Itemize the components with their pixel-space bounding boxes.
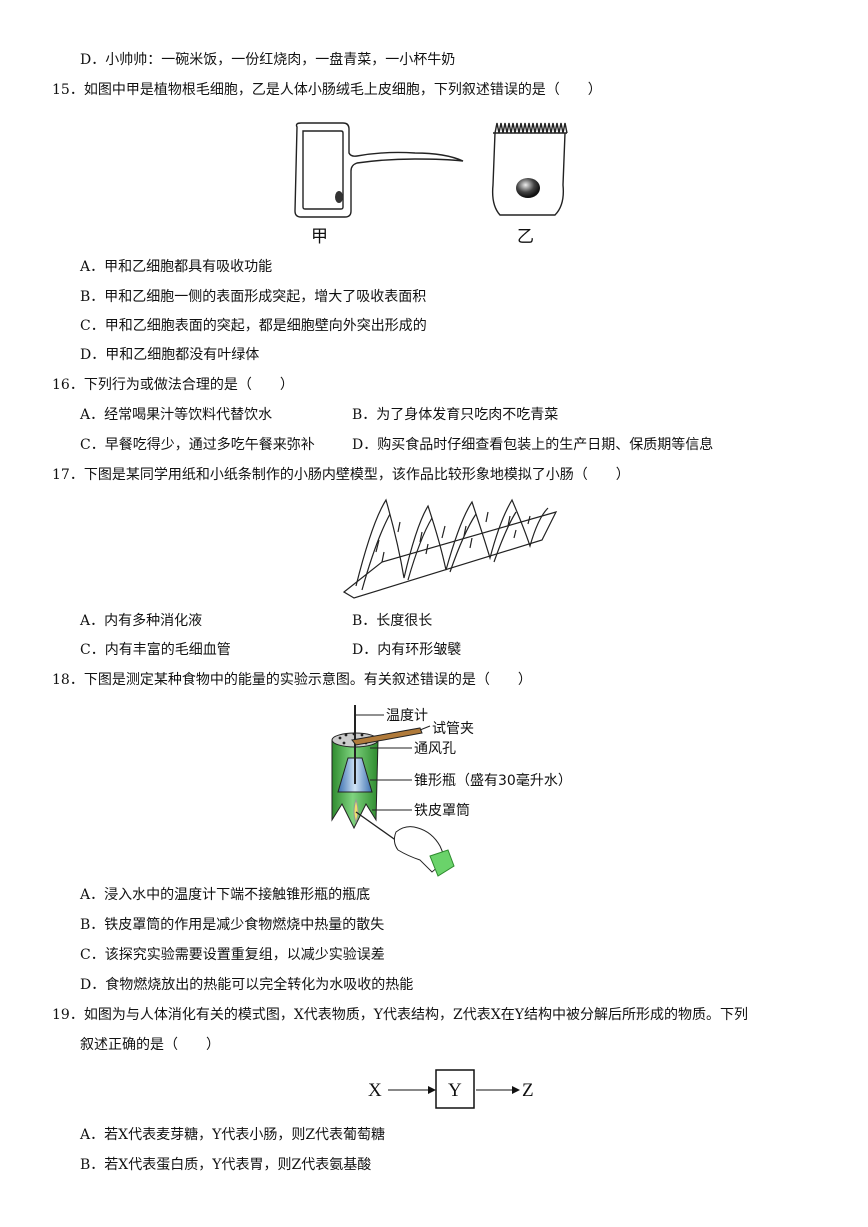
food-energy-apparatus-figure: 温度计 试管夹 通风孔 锥形瓶（盛有30毫升水） 铁皮罩筒	[331, 705, 572, 877]
q18-option-a: A．浸入水中的温度计下端不接触锥形瓶的瓶底	[80, 887, 371, 903]
label-vent: 通风孔	[414, 741, 456, 757]
xyz-flow-diagram: X Y Z	[368, 1069, 534, 1109]
node-x: X	[368, 1080, 382, 1101]
intestinal-cell-figure	[491, 122, 568, 216]
label-yi: 乙	[517, 227, 534, 247]
q17-option-a: A．内有多种消化液	[80, 613, 203, 629]
q17-option-d: D．内有环形皱襞	[352, 642, 462, 658]
intestinal-nucleus	[516, 178, 540, 198]
q19-option-b: B．若X代表蛋白质，Y代表胃，则Z代表氨基酸	[80, 1157, 372, 1173]
test-tube-clamp	[351, 727, 423, 746]
q17-option-c: C．内有丰富的毛细血管	[80, 642, 231, 658]
q19-stem-line2: 叙述正确的是（ ）	[80, 1037, 220, 1053]
q15-option-c: C．甲和乙细胞表面的突起，都是细胞壁向外突出形成的	[80, 318, 427, 334]
q15-cell-diagram: 甲 乙	[294, 122, 568, 247]
q18-option-c: C．该探究实验需要设置重复组，以减少实验误差	[80, 947, 385, 963]
node-y-box	[435, 1069, 475, 1109]
q18-option-b: B．铁皮罩筒的作用是减少食物燃烧中热量的散失	[80, 917, 385, 933]
q15-option-a: A．甲和乙细胞都具有吸收功能	[80, 259, 273, 275]
q18-option-d: D．食物燃烧放出的热能可以完全转化为水吸收的热能	[80, 977, 414, 993]
intestine-model-figure	[342, 498, 558, 599]
q15-option-d: D．甲和乙细胞都没有叶绿体	[80, 347, 260, 363]
q16-option-c: C．早餐吃得少，通过多吃午餐来弥补	[80, 437, 315, 453]
q17-option-b: B．长度很长	[352, 613, 433, 629]
q16-stem: 16．下列行为或做法合理的是（ ）	[52, 377, 294, 393]
label-flask: 锥形瓶（盛有30毫升水）	[414, 772, 572, 789]
q19-stem-line1: 19．如图为与人体消化有关的模式图，X代表物质，Y代表结构，Z代表X在Y结构中被…	[52, 1007, 748, 1023]
q14-option-d: D．小帅帅：一碗米饭，一份红烧肉，一盘青菜，一小杯牛奶	[80, 52, 456, 68]
label-jia: 甲	[311, 227, 328, 247]
q16-option-d: D．购买食品时仔细查看包装上的生产日期、保质期等信息	[352, 437, 714, 453]
node-z: Z	[522, 1080, 534, 1101]
q17-stem: 17．下图是某同学用纸和小纸条制作的小肠内壁模型，该作品比较形象地模拟了小肠（ …	[52, 467, 630, 483]
q15-stem: 15．如图中甲是植物根毛细胞，乙是人体小肠绒毛上皮细胞，下列叙述错误的是（ ）	[52, 82, 602, 98]
node-y: Y	[448, 1080, 462, 1101]
label-clamp: 试管夹	[432, 721, 474, 737]
q15-option-b: B．甲和乙细胞一侧的表面形成突起，增大了吸收表面积	[80, 289, 427, 305]
root-hair-cell-figure	[294, 122, 464, 218]
q19-option-a: A．若X代表麦芽糖，Y代表小肠，则Z代表葡萄糖	[80, 1127, 386, 1143]
root-hair-nucleus	[335, 191, 343, 203]
q18-stem: 18．下图是测定某种食物中的能量的实验示意图。有关叙述错误的是（ ）	[52, 672, 532, 688]
label-thermometer: 温度计	[386, 708, 428, 724]
q16-option-b: B．为了身体发育只吃肉不吃青菜	[352, 407, 559, 423]
q16-option-a: A．经常喝果汁等饮料代替饮水	[80, 407, 273, 423]
label-can: 铁皮罩筒	[414, 802, 470, 819]
